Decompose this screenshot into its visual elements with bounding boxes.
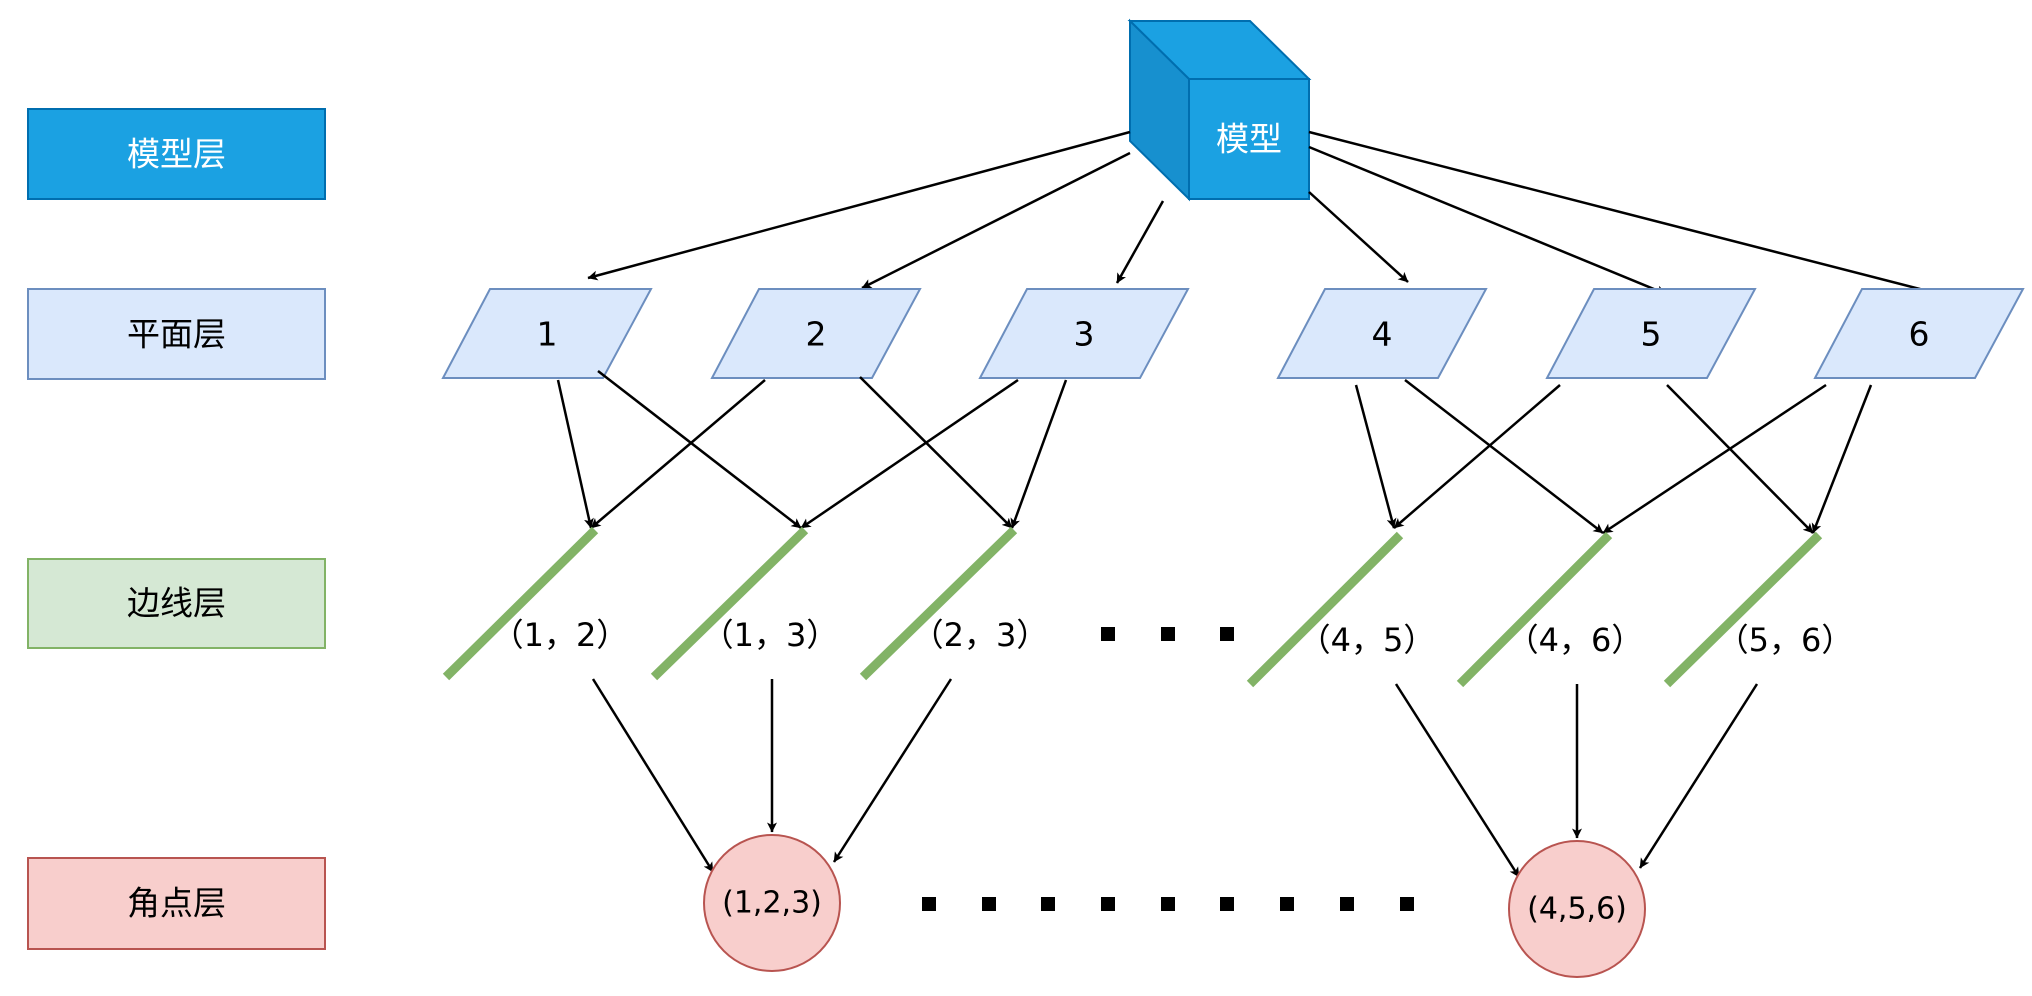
plane-2-shape xyxy=(710,288,922,379)
legend-model-layer: 模型层 xyxy=(27,108,326,200)
corner-123: (1,2,3) xyxy=(703,834,841,972)
model-cube-label: 模型 xyxy=(1216,120,1282,159)
edge-bar-46 xyxy=(1456,531,1613,688)
ellipsis-dot xyxy=(922,897,936,911)
legend-model-layer-label: 模型层 xyxy=(127,135,226,174)
plane-3: 3 xyxy=(978,288,1190,379)
edge-bar-45 xyxy=(1246,531,1404,688)
plane-to-edge-arrows xyxy=(556,370,1873,535)
corner-456-label: (4,5,6) xyxy=(1527,892,1627,927)
edge-layer xyxy=(442,526,1823,688)
model-to-plane-arrows xyxy=(587,130,1948,299)
legend-plane-layer-box xyxy=(27,288,326,380)
edge-label-23: （2，3） xyxy=(912,616,1049,654)
ellipsis-dot xyxy=(1220,627,1234,641)
edge-to-corner-arrows xyxy=(591,678,1759,878)
edge-bar-12 xyxy=(442,526,599,681)
arrow-edge-45-to-corner-456 xyxy=(1394,683,1521,878)
arrow-plane-2-to-edge-23 xyxy=(859,376,1013,529)
legend-corner-layer-box xyxy=(27,857,326,950)
arrow-edge-56-to-corner-456 xyxy=(1638,683,1759,869)
legend-edge-layer-label: 边线层 xyxy=(127,584,226,623)
edge-label-56: （5，6） xyxy=(1717,621,1854,659)
arrow-plane-5-to-edge-45 xyxy=(1393,384,1561,529)
ellipsis-dot xyxy=(1400,897,1414,911)
plane-layer: 1 2 3 4 5 6 xyxy=(441,288,2025,379)
plane-6-shape xyxy=(1813,288,2025,379)
arrow-plane-3-to-edge-13 xyxy=(800,378,1019,530)
edge-layer-ellipsis xyxy=(1101,627,1234,641)
legend-corner-layer: 角点层 xyxy=(27,857,326,950)
edge-bar-56 xyxy=(1663,531,1823,688)
arrow-plane-3-to-edge-23 xyxy=(1010,379,1068,529)
arrow-plane-4-to-edge-45 xyxy=(1354,384,1397,529)
arrow-plane-6-to-edge-56 xyxy=(1811,384,1873,534)
legend-plane-layer: 平面层 xyxy=(27,288,326,380)
arrow-plane-1-to-edge-13 xyxy=(597,370,802,529)
edge-label-45: （4，5） xyxy=(1299,621,1436,659)
plane-6-label: 6 xyxy=(1909,315,1930,354)
plane-6: 6 xyxy=(1813,288,2025,379)
corner-layer: (1,2,3) (4,5,6) xyxy=(703,834,1646,978)
arrow-model-to-plane-2 xyxy=(861,151,1131,290)
plane-3-label: 3 xyxy=(1074,315,1095,354)
arrow-model-to-plane-1 xyxy=(587,130,1131,281)
legend: 模型层 平面层 边线层 角点层 xyxy=(27,108,326,950)
corner-456: (4,5,6) xyxy=(1508,840,1646,978)
plane-5: 5 xyxy=(1545,288,1757,379)
legend-edge-layer: 边线层 xyxy=(27,558,326,649)
model-cube-front-face xyxy=(1188,78,1310,200)
plane-5-shape xyxy=(1545,288,1757,379)
ellipsis-dot xyxy=(1340,897,1354,911)
edge-label-13: （1，3） xyxy=(702,616,839,654)
edge-labels: （1，2） （1，3） （2，3） （4，5） （4，6） （5，6） xyxy=(492,616,1854,659)
plane-1: 1 xyxy=(441,288,653,379)
corner-456-circle xyxy=(1508,840,1646,978)
arrow-plane-5-to-edge-56 xyxy=(1666,384,1814,534)
arrow-plane-4-to-edge-46 xyxy=(1404,379,1604,534)
arrow-edge-12-to-corner-123 xyxy=(591,678,715,873)
edge-bar-13 xyxy=(650,526,809,681)
legend-corner-layer-label: 角点层 xyxy=(127,884,226,923)
plane-1-shape xyxy=(441,288,653,379)
corner-layer-ellipsis xyxy=(922,897,1414,911)
edge-label-12: （1，2） xyxy=(492,616,629,654)
corner-123-label: (1,2,3) xyxy=(722,886,822,921)
plane-2: 2 xyxy=(710,288,922,379)
plane-2-label: 2 xyxy=(806,315,827,354)
plane-4: 4 xyxy=(1276,288,1488,379)
arrow-model-to-plane-5 xyxy=(1308,145,1667,296)
plane-5-label: 5 xyxy=(1641,315,1662,354)
ellipsis-dot xyxy=(1161,627,1175,641)
ellipsis-dot xyxy=(1161,897,1175,911)
legend-model-layer-box xyxy=(27,108,326,200)
edge-bar-23 xyxy=(859,526,1018,681)
ellipsis-dot xyxy=(1041,897,1055,911)
model-cube: 模型 xyxy=(1127,18,1312,202)
arrow-plane-6-to-edge-46 xyxy=(1602,383,1827,535)
corner-123-circle xyxy=(703,834,841,972)
arrow-model-to-plane-4 xyxy=(1308,191,1409,283)
arrow-model-to-plane-6 xyxy=(1308,130,1948,299)
plane-1-label: 1 xyxy=(537,315,558,354)
plane-3-shape xyxy=(978,288,1190,379)
arrow-model-to-plane-3 xyxy=(1115,200,1165,284)
ellipsis-dot xyxy=(1220,897,1234,911)
edge-label-46: （4，6） xyxy=(1507,621,1644,659)
ellipsis-dot xyxy=(1101,627,1115,641)
ellipsis-dot xyxy=(1101,897,1115,911)
plane-4-shape xyxy=(1276,288,1488,379)
arrow-plane-2-to-edge-12 xyxy=(590,379,766,529)
ellipsis-dot xyxy=(1280,897,1294,911)
arrow-edge-23-to-corner-123 xyxy=(832,678,953,863)
legend-plane-layer-label: 平面层 xyxy=(127,315,226,354)
arrow-plane-1-to-edge-12 xyxy=(556,379,594,529)
plane-4-label: 4 xyxy=(1372,315,1393,354)
legend-edge-layer-box xyxy=(27,558,326,649)
ellipsis-dot xyxy=(982,897,996,911)
